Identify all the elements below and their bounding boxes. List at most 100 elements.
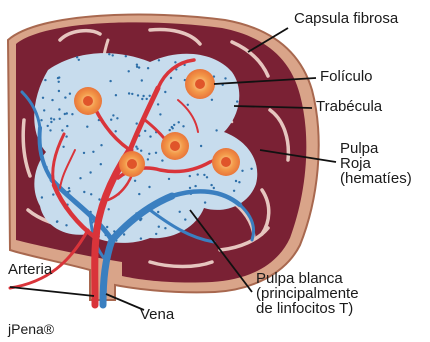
lymphocyte-dot (211, 99, 213, 101)
lymphocyte-dot (155, 233, 157, 235)
lymphocyte-dot (56, 221, 58, 223)
lymphocyte-dot (164, 227, 166, 229)
lymphocyte-dot (157, 211, 159, 213)
lymphocyte-dot (83, 152, 85, 154)
lymphocyte-dot (161, 159, 163, 161)
lymphocyte-dot (83, 191, 85, 193)
lymphocyte-dot (47, 125, 49, 127)
lymphocyte-dot (68, 190, 70, 192)
follicle (83, 96, 93, 106)
lymphocyte-dot (71, 113, 73, 115)
lymphocyte-dot (58, 108, 60, 110)
lymphocyte-dot (182, 125, 184, 127)
lymphocyte-dot (147, 158, 149, 160)
lymphocyte-dot (238, 181, 240, 183)
lymphocyte-dot (51, 99, 53, 101)
label-capsula-fibrosa: Capsula fibrosa (294, 12, 398, 26)
lymphocyte-dot (112, 114, 114, 116)
lymphocyte-dot (215, 129, 217, 131)
lymphocyte-dot (115, 130, 117, 132)
lymphocyte-dot (128, 92, 130, 94)
leader-arteria (10, 287, 94, 296)
lymphocyte-dot (64, 113, 66, 115)
lymphocyte-dot (58, 90, 60, 92)
lymphocyte-dot (42, 97, 44, 99)
lymphocyte-dot (175, 68, 177, 70)
follicle (127, 159, 137, 169)
lymphocyte-dot (58, 81, 60, 83)
lymphocyte-dot (170, 77, 172, 79)
lymphocyte-dot (168, 178, 170, 180)
lymphocyte-dot (98, 198, 100, 200)
lymphocyte-dot (125, 55, 127, 57)
lymphocyte-dot (57, 77, 59, 79)
lymphocyte-dot (204, 201, 206, 203)
lymphocyte-dot (155, 152, 157, 154)
lymphocyte-dot (136, 66, 138, 68)
lymphocyte-dot (41, 196, 43, 198)
lymphocyte-dot (115, 94, 117, 96)
lymphocyte-dot (197, 173, 199, 175)
lymphocyte-dot (141, 79, 143, 81)
lymphocyte-dot (148, 153, 150, 155)
lymphocyte-dot (43, 109, 45, 111)
lymphocyte-dot (137, 94, 139, 96)
label-pulpa-roja-1: Pulpa (340, 142, 378, 156)
lymphocyte-dot (53, 118, 55, 120)
lymphocyte-dot (250, 168, 252, 170)
lymphocyte-dot (178, 121, 180, 123)
lymphocyte-dot (173, 124, 175, 126)
lymphocyte-dot (169, 129, 171, 131)
lymphocyte-dot (90, 193, 92, 195)
lymphocyte-dot (110, 119, 112, 121)
lymphocyte-dot (140, 237, 142, 239)
lymphocyte-dot (59, 118, 61, 120)
lymphocyte-dot (233, 190, 235, 192)
lymphocyte-dot (86, 126, 88, 128)
lymphocyte-dot (235, 180, 237, 182)
lymphocyte-dot (64, 96, 66, 98)
follicle (170, 141, 180, 151)
lymphocyte-dot (44, 79, 46, 81)
lymphocyte-dot (149, 135, 151, 137)
lymphocyte-dot (50, 121, 52, 123)
lymphocyte-dot (141, 98, 143, 100)
lymphocyte-dot (128, 70, 130, 72)
lymphocyte-dot (138, 193, 140, 195)
lymphocyte-dot (241, 170, 243, 172)
lymphocyte-dot (148, 186, 150, 188)
follicle (221, 157, 231, 167)
lymphocyte-dot (142, 95, 144, 97)
lymphocyte-dot (65, 135, 67, 137)
lymphocyte-dot (89, 171, 91, 173)
lymphocyte-dot (116, 117, 118, 119)
lymphocyte-dot (147, 67, 149, 69)
follicle (195, 79, 205, 89)
label-vena: Vena (140, 308, 174, 322)
lymphocyte-dot (174, 61, 176, 63)
lymphocyte-dot (112, 54, 114, 56)
lymphocyte-dot (66, 112, 68, 114)
lymphocyte-dot (40, 119, 42, 121)
lymphocyte-dot (62, 146, 64, 148)
lymphocyte-dot (200, 145, 202, 147)
lymphocyte-dot (179, 211, 181, 213)
label-pulpa-roja-2: Roja (340, 157, 371, 171)
lymphocyte-dot (157, 103, 159, 105)
lymphocyte-dot (158, 226, 160, 228)
lymphocyte-dot (224, 77, 226, 79)
lymphocyte-dot (136, 63, 138, 65)
lymphocyte-dot (149, 95, 151, 97)
lymphocyte-dot (189, 175, 191, 177)
lymphocyte-dot (49, 129, 51, 131)
credit-signature: jPena® (8, 322, 54, 336)
lymphocyte-dot (123, 233, 125, 235)
lymphocyte-dot (76, 56, 78, 58)
lymphocyte-dot (236, 100, 238, 102)
label-pulpa-blanca-1: Pulpa blanca (256, 272, 343, 286)
lymphocyte-dot (159, 113, 161, 115)
lymphocyte-dot (140, 150, 142, 152)
lymphocyte-dot (171, 126, 173, 128)
lymphocyte-dot (108, 53, 110, 55)
lymphocyte-dot (61, 129, 63, 131)
